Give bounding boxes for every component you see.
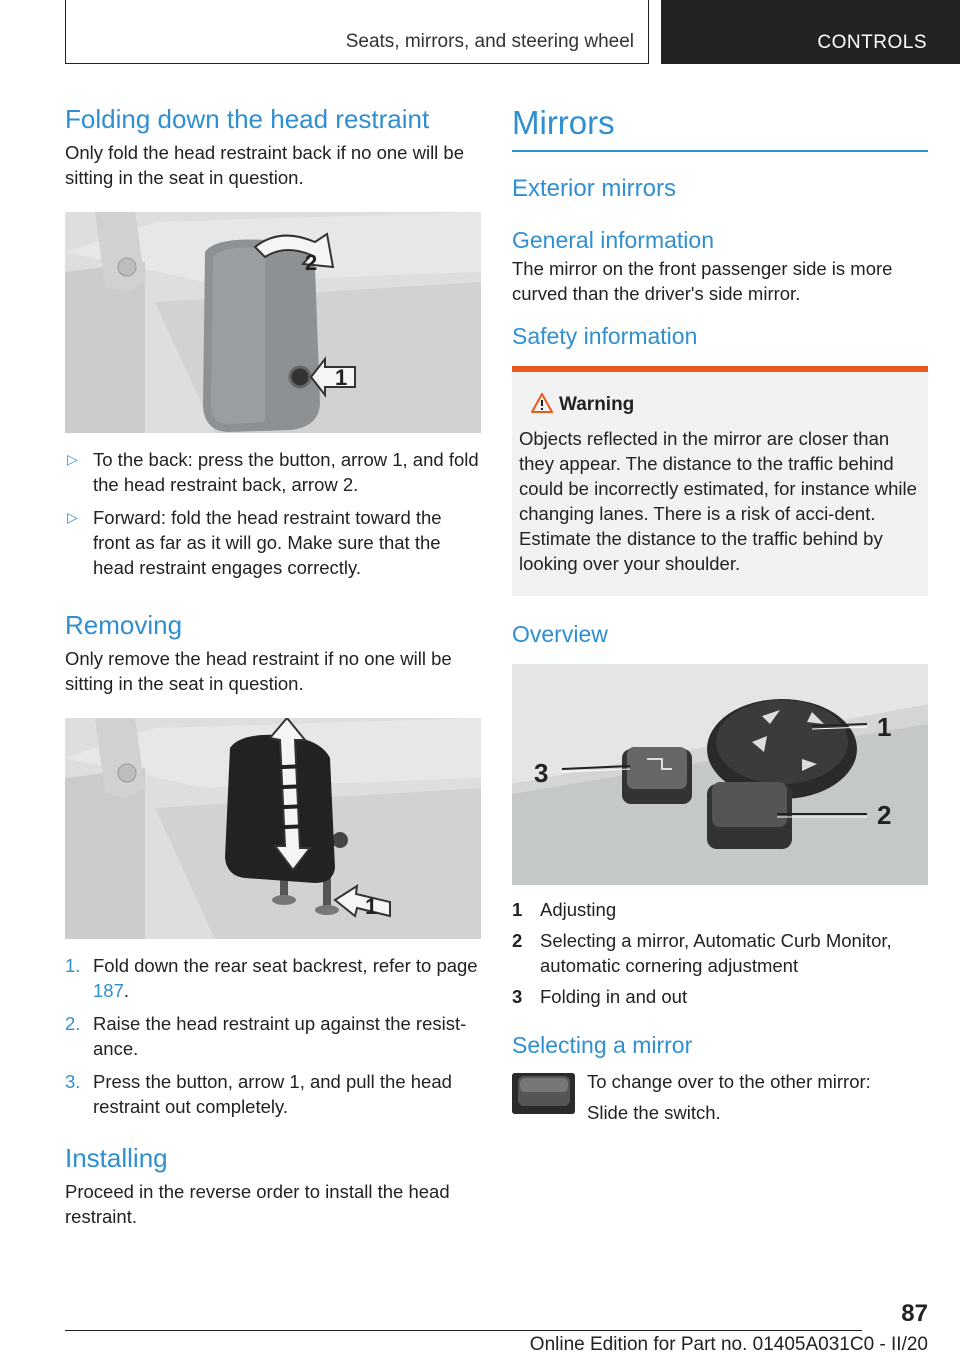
mirror-controls-image: 1 2 3 (512, 664, 928, 885)
safety-info-heading: Safety information (512, 323, 698, 349)
selecting-mirror-heading: Selecting a mirror (512, 1032, 693, 1058)
triangle-bullet-icon: ▷ (67, 451, 78, 467)
mirrors-heading: Mirrors (512, 104, 615, 141)
warning-triangle-icon (531, 393, 553, 421)
footer-rule (65, 1330, 862, 1331)
fold-steps-list: ▷To the back: press the button, arrow 1,… (65, 447, 481, 580)
selecting-mirror-block: To change over to the other mirror: Slid… (512, 1069, 928, 1139)
left-column: Folding down the head restraint Only fol… (65, 100, 481, 1229)
installing-text: Proceed in the reverse order to install … (65, 1181, 450, 1227)
remove-steps-list: 1.Fold down the rear seat backrest, refe… (65, 953, 481, 1119)
list-item: 1.Fold down the rear seat backrest, refe… (65, 955, 478, 1001)
fold-intro: Only fold the head restraint back if no … (65, 142, 465, 188)
removing-intro: Only remove the head restraint if no one… (65, 648, 452, 694)
mirror-switch-image (512, 1073, 575, 1114)
header-chapter-tab: CONTROLS (661, 0, 960, 64)
fold-image-label-2: 2 (305, 250, 317, 275)
heading-rule (512, 150, 928, 152)
general-info-text: The mirror on the front passenger side i… (512, 258, 893, 304)
general-info-heading: General information (512, 227, 714, 253)
page-link-187[interactable]: 187 (93, 980, 124, 1001)
list-item: 2.Raise the head restraint up against th… (65, 1013, 467, 1059)
list-item: ▷Forward: fold the head restraint toward… (67, 507, 442, 578)
fold-image-label-1: 1 (335, 365, 347, 390)
overview-label-2: 2 (877, 800, 891, 830)
warning-title: Warning (559, 394, 635, 415)
right-column: Mirrors Exterior mirrors General informa… (512, 100, 928, 1139)
warning-text: Objects reflected in the mirror are clos… (519, 428, 917, 574)
fold-head-restraint-image: 2 1 (65, 212, 481, 433)
remove-head-restraint-image: 1 (65, 718, 481, 939)
overview-heading: Overview (512, 621, 608, 647)
header-chapter-label: CONTROLS (817, 32, 927, 53)
overview-label-3: 3 (534, 758, 548, 788)
footer-edition: Online Edition for Part no. 01405A031C0 … (529, 1334, 928, 1355)
overview-label-1: 1 (877, 712, 891, 742)
exterior-mirrors-heading: Exterior mirrors (512, 175, 677, 202)
header-section-title: Seats, mirrors, and steering wheel (345, 31, 634, 52)
selecting-mirror-text: To change over to the other mirror: Slid… (587, 1071, 871, 1123)
fold-heading: Folding down the head restraint (65, 104, 430, 134)
list-item: ▷To the back: press the button, arrow 1,… (67, 449, 479, 495)
page-number: 87 (901, 1300, 928, 1327)
remove-image-label-1: 1 (365, 894, 377, 919)
list-item: 3.Press the button, arrow 1, and pull th… (65, 1071, 452, 1117)
warning-box: Warning Objects reflected in the mirror … (512, 366, 928, 596)
header-section-box: Seats, mirrors, and steering wheel (65, 0, 649, 64)
removing-heading: Removing (65, 610, 183, 640)
installing-heading: Installing (65, 1143, 168, 1173)
triangle-bullet-icon: ▷ (67, 509, 78, 525)
